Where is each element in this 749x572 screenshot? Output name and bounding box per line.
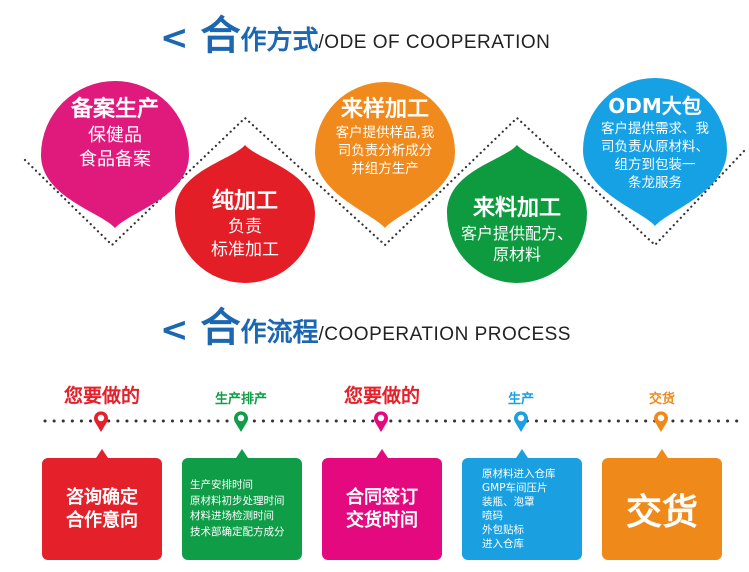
title-cn: 作方式	[240, 26, 319, 56]
location-pin-icon	[654, 411, 668, 432]
mode-drop	[447, 145, 587, 283]
pin-hole	[377, 414, 385, 422]
box-line: 技术部确定配方成分	[190, 525, 285, 538]
mode-line: 保健品	[87, 125, 142, 146]
mode-drop	[583, 78, 727, 226]
mode-line: 原材料	[492, 245, 542, 264]
step-box-consult: 咨询确定 合作意向	[42, 449, 162, 560]
box-line: 装瓶、泡罩	[482, 496, 535, 508]
mode-line: 司负责分析成分	[337, 143, 433, 159]
mode-line: 客户提供配方、	[460, 224, 574, 243]
step-label: 生产	[507, 392, 535, 407]
mode-material-processing: 来料加工 客户提供配方、 原材料	[461, 195, 573, 265]
mode-line: 客户提供需求、我	[601, 121, 709, 137]
dotted-zigzag	[23, 116, 747, 247]
box-line: 原材料进入仓库	[482, 468, 556, 480]
mode-line: 司负责从原材料、	[601, 139, 709, 155]
box-line: 合同签订	[346, 487, 418, 508]
mode-filing-production: 备案生产 保健品 食品备案	[71, 96, 159, 172]
mode-line: 负责	[228, 217, 262, 237]
mode-sample-processing: 来样加工 客户提供样品,我 司负责分析成分 并组方生产	[336, 96, 435, 178]
step-label: 您要做的	[343, 385, 421, 407]
pin-hole	[237, 414, 245, 422]
pin-hole	[657, 414, 665, 422]
box-line: 交货时间	[346, 510, 418, 531]
location-pin-icon	[514, 411, 528, 432]
mode-pure-processing: 纯加工 负责 标准加工	[211, 188, 279, 262]
title-en: /COOPERATION PROCESS	[318, 324, 571, 345]
mode-title: 纯加工	[211, 189, 278, 214]
box-line: 材料进场检测时间	[190, 510, 274, 522]
mode-title: 来样加工	[340, 97, 430, 122]
box-line: 交货	[625, 492, 698, 533]
pin-hole	[517, 414, 525, 422]
step-box-scheduling: 生产安排时间 原材料初步处理时间 材料进场检测时间 技术部确定配方成分	[182, 449, 302, 560]
mode-drop	[41, 81, 189, 228]
mode-drop	[315, 82, 455, 228]
title-big-char: 合	[200, 305, 241, 351]
mode-line: 标准加工	[211, 240, 279, 260]
mode-title: ODM大包	[608, 94, 702, 118]
mode-line: 条龙服务	[628, 175, 682, 191]
section-title-cooperation-process: < 合 作流程 /COOPERATION PROCESS	[160, 306, 571, 350]
location-pin-icon	[374, 411, 388, 432]
mode-line: 食品备案	[78, 149, 151, 170]
mode-title: 备案生产	[70, 97, 160, 122]
chevron-left-icon: <	[160, 18, 189, 58]
location-pin-icon	[94, 411, 109, 432]
box-line: 外包贴标	[482, 524, 524, 536]
mode-odm: ODM大包 客户提供需求、我 司负责从原材料、 组方到包装一 条龙服务	[601, 92, 709, 192]
mode-title: 来料加工	[472, 196, 562, 221]
title-big-char: 合	[200, 13, 241, 59]
step-label: 交货	[648, 392, 676, 407]
location-pin-icon	[234, 411, 249, 432]
step-box-production: 原材料进入仓库 GMP车间压片 装瓶、泡罩 喷码 外包贴标 进入仓库	[462, 449, 582, 560]
box-line: GMP车间压片	[482, 482, 548, 494]
mode-line: 并组方生产	[351, 161, 419, 177]
mode-line: 客户提供样品,我	[335, 125, 435, 141]
section-title-cooperation-mode: < 合 作方式 /ODE OF COOPERATION	[160, 14, 550, 58]
step-box-contract: 合同签订 交货时间	[322, 449, 442, 560]
pin-hole	[97, 414, 105, 422]
box-line: 生产安排时间	[190, 479, 253, 491]
box-line: 喷码	[482, 510, 503, 522]
box-line: 进入仓库	[482, 538, 524, 550]
mode-drop	[175, 145, 315, 283]
box-line: 原材料初步处理时间	[190, 494, 285, 507]
step-label: 您要做的	[63, 385, 141, 407]
box-line: 咨询确定	[66, 487, 138, 508]
title-en: /ODE OF COOPERATION	[318, 32, 551, 53]
step-label: 生产排产	[214, 392, 268, 407]
mode-line: 组方到包装一	[614, 157, 696, 173]
step-box-delivery: 交货	[602, 449, 722, 560]
box-line: 合作意向	[66, 510, 138, 531]
chevron-left-icon: <	[160, 310, 189, 350]
title-cn: 作流程	[240, 318, 319, 348]
